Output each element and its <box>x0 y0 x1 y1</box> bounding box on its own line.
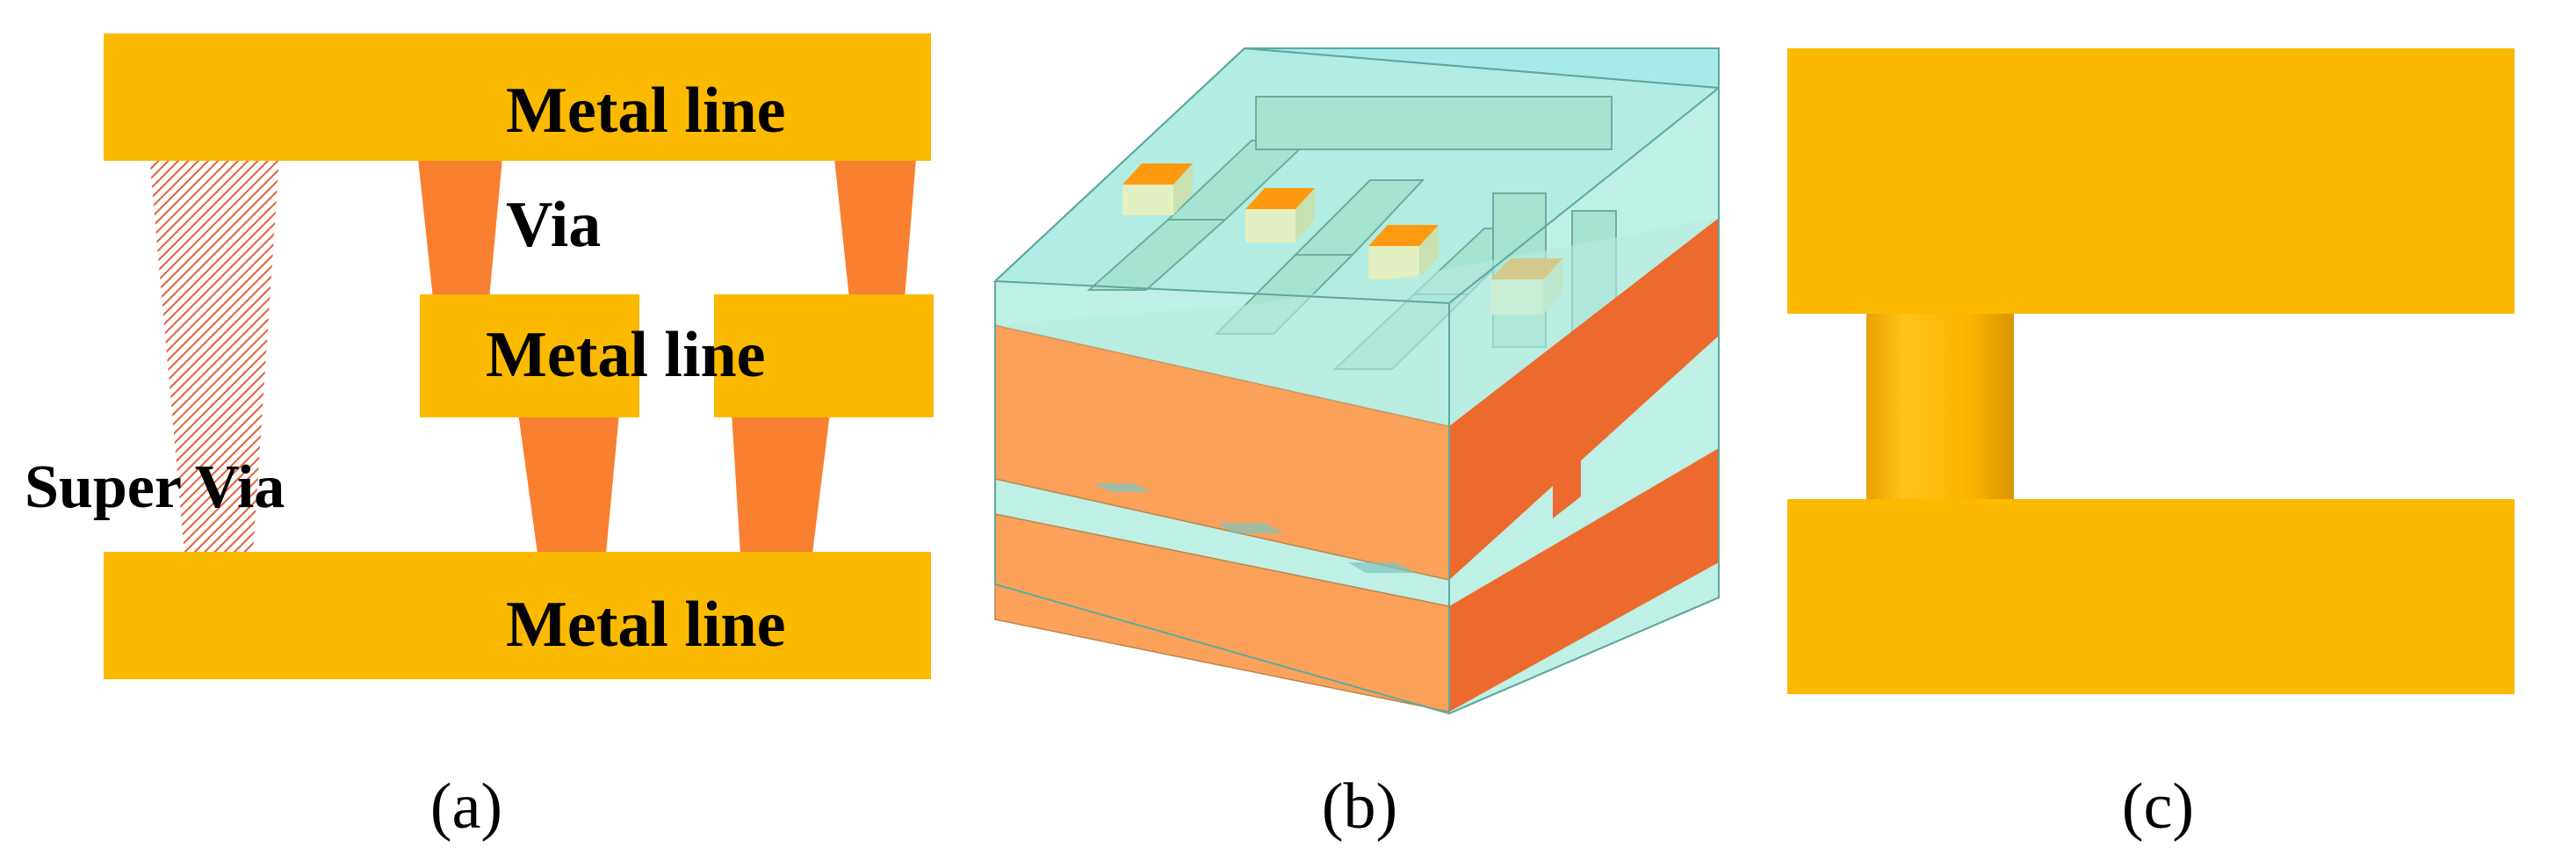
via-lower-left <box>518 413 619 554</box>
caption-b: (b) <box>1322 771 1397 843</box>
metal-line-middle-right <box>714 294 934 417</box>
metal-line-top <box>104 33 931 161</box>
side-via <box>1553 435 1581 518</box>
metal-block-bottom <box>1787 499 2515 694</box>
caption-c: (c) <box>2122 771 2194 843</box>
label-metal-line-top: Metal line <box>506 75 786 147</box>
metal-line-bottom <box>104 552 931 679</box>
metal-block-top <box>1787 48 2515 314</box>
label-metal-line-middle: Metal line <box>486 319 766 391</box>
panel-c: (c) <box>1787 48 2515 843</box>
panel-b: (b) <box>992 47 1720 843</box>
lower-slab-side <box>1449 448 1719 712</box>
via-upper-left <box>418 158 502 299</box>
via-lower-right <box>732 413 830 554</box>
top-vias <box>1122 163 1563 315</box>
caption-a: (a) <box>430 771 502 843</box>
panel-a: Metal line Via Metal line Super Via Meta… <box>25 33 934 843</box>
upper-slab-side <box>1449 218 1719 580</box>
label-metal-line-bottom: Metal line <box>506 589 786 661</box>
via-upper-right <box>834 158 916 299</box>
lower-pads <box>1093 483 1416 573</box>
label-super-via: Super Via <box>25 453 285 521</box>
super-via <box>149 156 279 554</box>
box-outline <box>994 47 1720 715</box>
upper-slab-top <box>995 218 1719 426</box>
metal-line-middle-left <box>420 294 639 417</box>
label-via: Via <box>506 189 601 261</box>
pillar-via <box>1866 309 2014 501</box>
